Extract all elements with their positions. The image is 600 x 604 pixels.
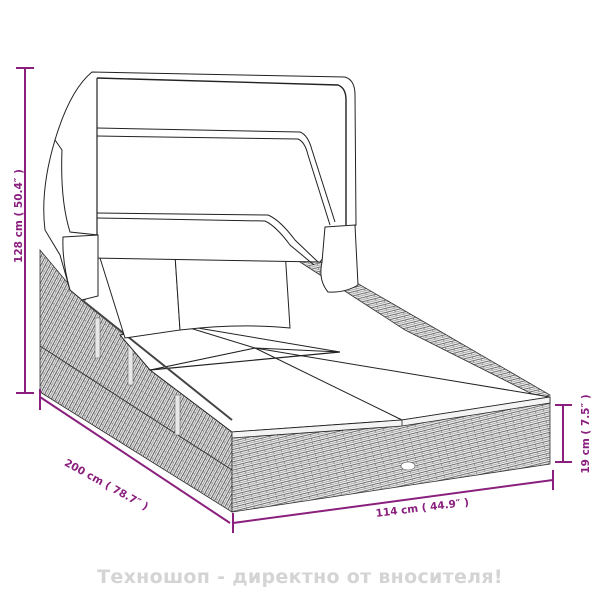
base-left-side-panel [39, 248, 233, 513]
dimension-lines [16, 67, 572, 533]
watermark-text: Техношоп - директно от вносителя! [97, 566, 503, 588]
dimension-label-seat-height: 19 cm ( 7.5″ ) [580, 394, 592, 474]
canopy [43, 71, 359, 301]
dim-line-width [232, 479, 554, 524]
pillow-right [174, 249, 291, 331]
dimension-label-height: 128 cm ( 50.4″ ) [13, 169, 25, 263]
drain-hole [400, 461, 416, 471]
back-pillows [99, 249, 291, 339]
dim-line-depth [39, 396, 231, 524]
cushion-seam [254, 347, 403, 421]
